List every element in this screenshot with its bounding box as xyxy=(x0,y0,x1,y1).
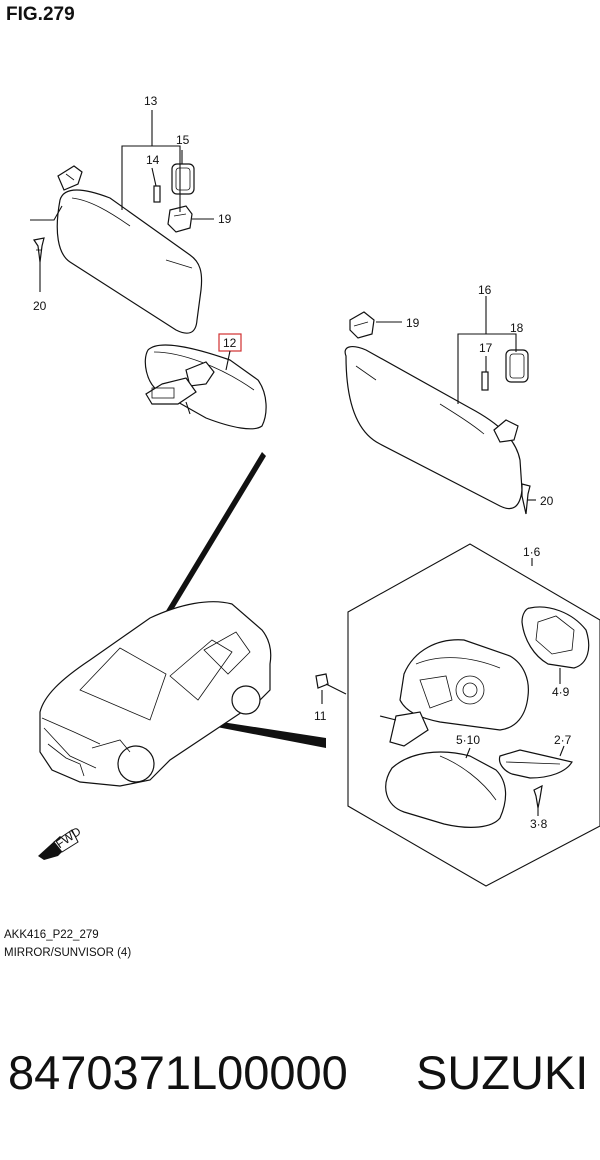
visor-holder-19-left xyxy=(167,205,193,233)
part-number: 8470371L00000 xyxy=(8,1046,348,1099)
callout-16: 16 xyxy=(478,283,492,297)
callout-14: 14 xyxy=(146,153,160,167)
figure-name: MIRROR/SUNVISOR (4) xyxy=(4,947,132,959)
visor-holder-19-right xyxy=(349,311,375,339)
visor-pad-18 xyxy=(505,349,529,383)
figure-code: AKK416_P22_279 xyxy=(4,929,99,941)
screw-20-left xyxy=(33,237,45,263)
callout-20-right: 20 xyxy=(540,494,554,508)
callout-18: 18 xyxy=(510,321,524,335)
callout-15: 15 xyxy=(176,133,190,147)
car-illustration xyxy=(39,601,272,787)
screw-3-8 xyxy=(533,784,543,809)
door-mirror-group-frame xyxy=(347,543,600,887)
door-mirror-assembly xyxy=(379,639,529,747)
callout-11: 11 xyxy=(314,709,327,723)
callout-2-7: 2·7 xyxy=(554,733,572,747)
callout-19-left: 19 xyxy=(218,212,232,226)
mirror-glass-4-9 xyxy=(521,606,590,669)
sun-visor-right xyxy=(344,346,523,510)
figure-title: FIG.279 xyxy=(6,4,75,25)
callout-20-left: 20 xyxy=(33,299,47,313)
screw-20-right xyxy=(521,483,531,515)
clip-11 xyxy=(315,673,329,689)
callout-1-6: 1·6 xyxy=(523,545,541,559)
callout-5-10: 5·10 xyxy=(456,733,480,747)
callout-3-8: 3·8 xyxy=(530,817,548,831)
visor-pin-17 xyxy=(481,371,489,391)
brand-name: SUZUKI xyxy=(416,1046,589,1099)
callout-19-right: 19 xyxy=(406,316,420,330)
pointer-to-interior-mirror xyxy=(146,452,266,648)
callout-4-9: 4·9 xyxy=(552,685,570,699)
mirror-cover-5-10 xyxy=(385,751,507,828)
sun-visor-left xyxy=(56,165,203,334)
turn-signal-lamp-2-7 xyxy=(498,749,573,779)
visor-pin-14 xyxy=(153,185,161,203)
rear-view-mirror-12 xyxy=(144,344,267,430)
visor-pad-15 xyxy=(171,163,195,195)
callout-13: 13 xyxy=(144,94,158,108)
fwd-arrow-icon: FWD xyxy=(38,824,84,860)
parts-diagram: 13 15 14 19 20 12 16 19 17 18 20 xyxy=(30,94,600,887)
callout-17: 17 xyxy=(479,341,493,355)
callout-12: 12 xyxy=(223,336,237,350)
